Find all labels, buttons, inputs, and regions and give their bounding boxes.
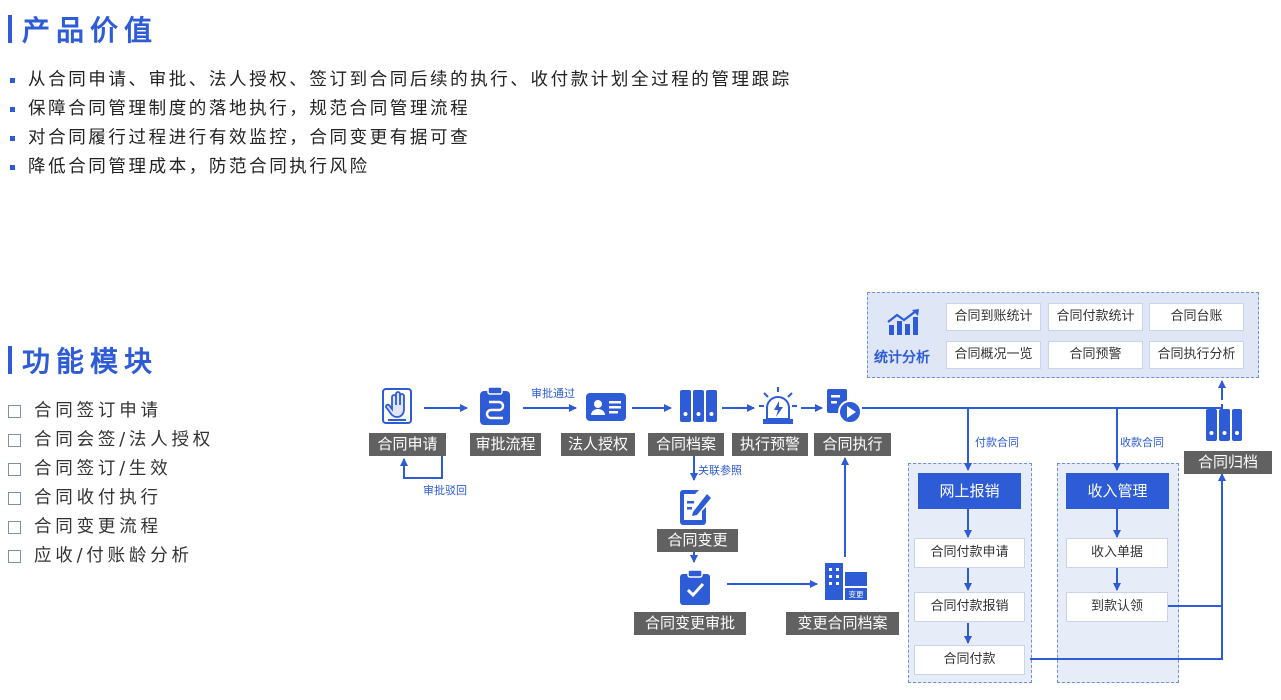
binders-icon [680, 390, 717, 422]
checkbox-icon [8, 463, 21, 476]
checkbox-icon [8, 550, 21, 563]
list-item: 合同签订申请 [8, 397, 214, 426]
function-module-list: 合同签订申请 合同会签/法人授权 合同签订/生效 合同收付执行 合同变更流程 应… [8, 397, 214, 571]
stat-warning[interactable]: 合同预警 [1048, 341, 1143, 369]
stats-title: 统计分析 [874, 350, 930, 366]
bullet-icon [10, 165, 15, 170]
list-item: 从合同申请、审批、法人授权、签订到合同后续的执行、收付款计划全过程的管理跟踪 [10, 66, 792, 95]
checkbox-icon [8, 521, 21, 534]
list-item: 应收/付账龄分析 [8, 542, 214, 571]
stat-ledger[interactable]: 合同台账 [1149, 303, 1244, 331]
node-approval-flow[interactable]: 审批流程 [470, 433, 541, 456]
bullet-icon [10, 136, 15, 141]
product-value-heading: 产品价值 [8, 9, 158, 49]
list-item-text: 合同变更流程 [34, 517, 162, 537]
node-execution-warning[interactable]: 执行预警 [732, 433, 808, 456]
product-value-list: 从合同申请、审批、法人授权、签订到合同后续的执行、收付款计划全过程的管理跟踪 保… [10, 66, 792, 182]
list-item: 对合同履行过程进行有效监控，合同变更有据可查 [10, 124, 792, 153]
list-item-text: 合同签订/生效 [34, 459, 172, 479]
node-apply[interactable]: 合同申请 [369, 433, 446, 456]
edge-label-approved: 审批通过 [531, 387, 575, 400]
list-item-text: 合同签订申请 [34, 401, 162, 421]
stats-panel: 统计分析 合同到账统计 合同付款统计 合同台账 合同概况一览 合同预警 合同执行… [867, 292, 1259, 378]
list-item: 合同收付执行 [8, 484, 214, 513]
stat-arrival[interactable]: 合同到账统计 [946, 303, 1041, 331]
edge-label-pay-contract: 付款合同 [975, 436, 1019, 449]
node-final-archive[interactable]: 合同归档 [1184, 451, 1272, 474]
list-item-text: 应收/付账龄分析 [34, 546, 193, 566]
edge-label-receive-contract: 收款合同 [1120, 436, 1164, 449]
node-contract-archive[interactable]: 合同档案 [648, 433, 724, 456]
list-item-text: 从合同申请、审批、法人授权、签订到合同后续的执行、收付款计划全过程的管理跟踪 [28, 70, 792, 90]
change-badge-text: 变更 [849, 589, 864, 599]
online-reimbursement-head[interactable]: 网上报销 [918, 473, 1021, 509]
archive-binders-icon [1206, 409, 1242, 441]
list-item-text: 保障合同管理制度的落地执行，规范合同管理流程 [28, 99, 471, 119]
receipt-claim-cell[interactable]: 到款认领 [1066, 592, 1168, 622]
list-item: 合同会签/法人授权 [8, 426, 214, 455]
trend-chart-icon [887, 309, 919, 335]
heading-bar [8, 346, 12, 374]
list-item-text: 合同收付执行 [34, 488, 162, 508]
list-item-text: 降低合同管理成本，防范合同执行风险 [28, 157, 370, 177]
edge-label-reference: 关联参照 [698, 464, 742, 477]
payment-reimburse-cell[interactable]: 合同付款报销 [914, 592, 1025, 622]
node-change-archive[interactable]: 变更合同档案 [786, 612, 899, 635]
clipboard-flow-icon [480, 386, 510, 425]
list-item-text: 合同会签/法人授权 [34, 430, 215, 450]
function-module-heading: 功能模块 [8, 340, 158, 380]
function-module-title: 功能模块 [22, 345, 159, 378]
stat-execution-analysis[interactable]: 合同执行分析 [1149, 341, 1244, 369]
list-item: 保障合同管理制度的落地执行，规范合同管理流程 [10, 95, 792, 124]
node-change-approval[interactable]: 合同变更审批 [634, 612, 746, 635]
bullet-icon [10, 107, 15, 112]
heading-bar [8, 15, 12, 43]
edit-document-icon [680, 490, 711, 525]
list-item: 降低合同管理成本，防范合同执行风险 [10, 153, 792, 182]
bullet-icon [10, 78, 15, 83]
document-play-icon [827, 389, 862, 424]
node-contract-execution[interactable]: 合同执行 [814, 433, 891, 456]
hand-document-icon [382, 388, 412, 424]
alarm-light-icon [759, 387, 797, 424]
stat-overview[interactable]: 合同概况一览 [946, 341, 1041, 369]
checkbox-icon [8, 492, 21, 505]
list-item: 合同签订/生效 [8, 455, 214, 484]
stat-payment[interactable]: 合同付款统计 [1048, 303, 1143, 331]
checkbox-icon [8, 434, 21, 447]
checkbox-icon [8, 405, 21, 418]
income-management-head[interactable]: 收入管理 [1066, 473, 1169, 509]
income-document-cell[interactable]: 收入单据 [1066, 538, 1168, 568]
product-value-title: 产品价值 [22, 14, 159, 47]
node-legal-authorization[interactable]: 法人授权 [561, 433, 635, 456]
checklist-icon [680, 569, 710, 605]
payment-cell[interactable]: 合同付款 [914, 645, 1025, 675]
id-card-icon [586, 393, 626, 421]
payment-apply-cell[interactable]: 合同付款申请 [914, 538, 1025, 568]
list-item: 合同变更流程 [8, 513, 214, 542]
building-change-icon: 变更 [825, 563, 867, 600]
node-contract-change[interactable]: 合同变更 [657, 529, 738, 552]
edge-label-rejected: 审批驳回 [423, 484, 467, 497]
list-item-text: 对合同履行过程进行有效监控，合同变更有据可查 [28, 128, 471, 148]
